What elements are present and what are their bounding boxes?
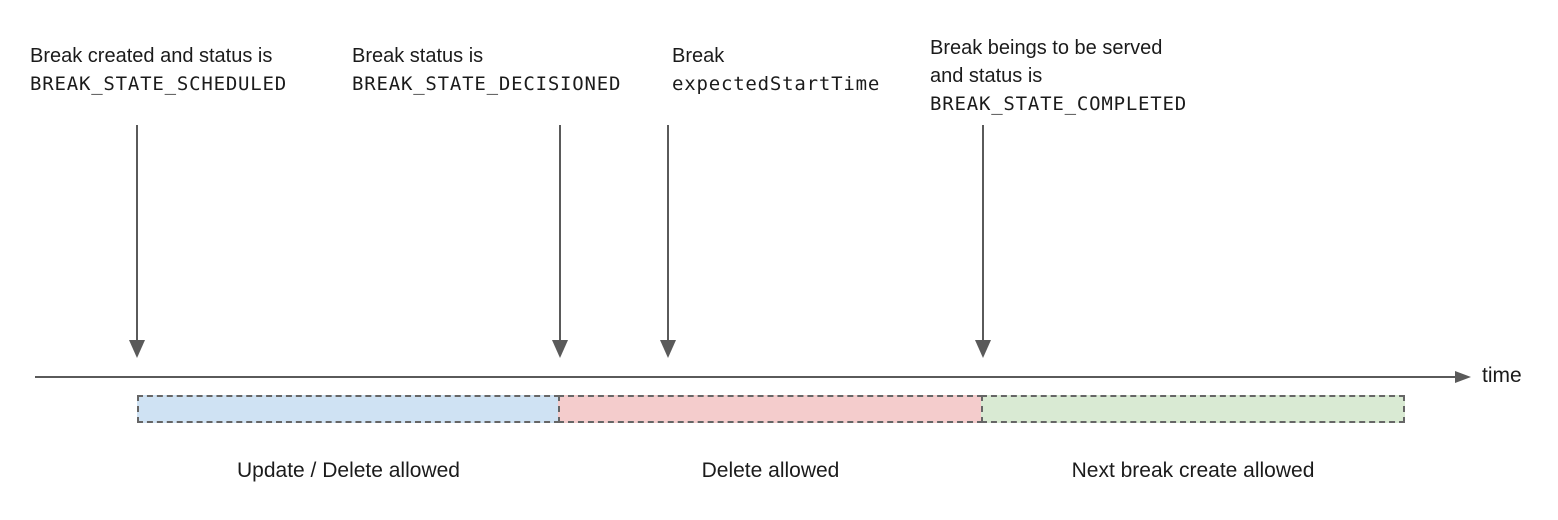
- down-arrow-shaft: [136, 125, 138, 341]
- segment-caption: Update / Delete allowed: [237, 459, 460, 482]
- annotation-text-line: and status is: [930, 65, 1043, 87]
- down-arrowhead-icon: [129, 340, 145, 358]
- segment-caption: Next break create allowed: [1071, 459, 1315, 482]
- down-arrowhead-icon: [552, 340, 568, 358]
- down-arrowhead-icon: [660, 340, 676, 358]
- time-axis-label: time: [1482, 364, 1522, 387]
- down-arrow-shaft: [667, 125, 669, 341]
- annotation-break-scheduled: Break created and status is BREAK_STATE_…: [30, 42, 287, 98]
- down-arrow-shaft: [559, 125, 561, 341]
- annotation-code-line: BREAK_STATE_COMPLETED: [930, 93, 1188, 115]
- annotation-break-decisioned: Break status is BREAK_STATE_DECISIONED: [352, 42, 621, 98]
- down-arrow-shaft: [982, 125, 984, 341]
- annotation-text-line: Break status is: [352, 45, 484, 67]
- annotation-text-line: Break created and status is: [30, 45, 273, 67]
- annotation-code-line: BREAK_STATE_SCHEDULED: [30, 73, 288, 95]
- segment-delete-allowed: [558, 395, 983, 423]
- right-arrowhead-icon: [1455, 371, 1471, 383]
- annotation-expected-start-time: Break expectedStartTime: [672, 42, 880, 98]
- annotation-text-line: Break beings to be served: [930, 37, 1163, 59]
- down-arrowhead-icon: [975, 340, 991, 358]
- annotation-code-line: BREAK_STATE_DECISIONED: [352, 73, 622, 95]
- annotation-text-line: Break: [672, 45, 725, 67]
- annotation-break-completed: Break beings to be served and status is …: [930, 34, 1187, 118]
- segment-next-break-create-allowed: [981, 395, 1405, 423]
- time-axis-line: [35, 376, 1455, 378]
- segment-caption: Delete allowed: [701, 459, 840, 482]
- segment-update-delete-allowed: [137, 395, 560, 423]
- annotation-code-line: expectedStartTime: [672, 73, 881, 95]
